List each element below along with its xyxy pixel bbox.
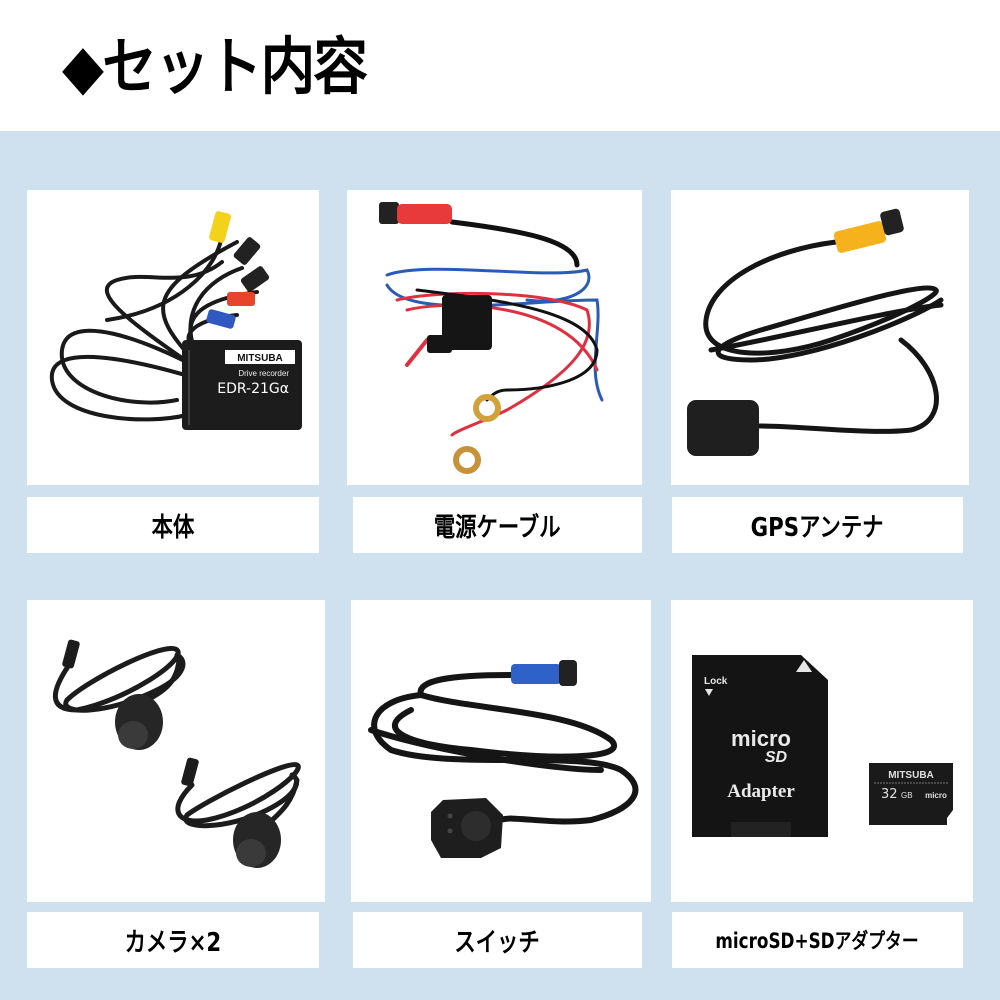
svg-text:Drive recorder: Drive recorder <box>238 369 289 378</box>
item-label-switch: スイッチ <box>353 912 642 968</box>
drive-recorder-icon: MITSUBA Drive recorder EDR-21Gα <box>49 211 302 430</box>
svg-text:32: 32 <box>881 787 898 802</box>
svg-text:micro: micro <box>731 726 791 751</box>
camera-icon <box>52 639 301 868</box>
item-label-cameras: カメラ×2 <box>27 912 319 968</box>
svg-text:SD: SD <box>765 749 788 766</box>
item-image-main-unit: MITSUBA Drive recorder EDR-21Gα <box>27 190 319 485</box>
svg-text:Lock: Lock <box>704 676 728 687</box>
item-image-gps-antenna <box>671 190 969 485</box>
power-cable-icon <box>379 202 604 474</box>
item-label-microsd: microSD+SDアダプター <box>672 912 963 968</box>
switch-icon <box>368 660 639 858</box>
page-title: ◆セット内容 <box>62 30 368 103</box>
svg-text:MITSUBA: MITSUBA <box>888 770 934 781</box>
label-text: 本体 <box>151 512 195 543</box>
svg-text:micro: micro <box>925 791 947 800</box>
item-label-main-unit: 本体 <box>27 497 319 553</box>
label-text: microSD+SDアダプター <box>715 929 920 953</box>
item-image-switch <box>351 600 651 902</box>
label-text: GPSアンテナ <box>751 512 884 543</box>
label-text: カメラ×2 <box>124 927 222 958</box>
label-text: スイッチ <box>454 927 541 958</box>
item-label-power-cable: 電源ケーブル <box>353 497 642 553</box>
item-image-microsd: Lock micro SD Adapter MITSUBA 32 GB micr… <box>671 600 973 902</box>
item-label-gps-antenna: GPSアンテナ <box>672 497 963 553</box>
item-image-cameras <box>27 600 325 902</box>
svg-text:MITSUBA: MITSUBA <box>237 353 283 364</box>
svg-text:EDR-21Gα: EDR-21Gα <box>217 381 289 397</box>
svg-text:Adapter: Adapter <box>727 781 795 802</box>
header: ◆セット内容 <box>0 0 1000 131</box>
svg-text:GB: GB <box>901 791 913 800</box>
gps-antenna-icon <box>687 208 944 456</box>
item-image-power-cable <box>347 190 642 485</box>
sd-card-icon: Lock micro SD Adapter MITSUBA 32 GB micr… <box>692 655 953 837</box>
label-text: 電源ケーブル <box>434 512 561 543</box>
